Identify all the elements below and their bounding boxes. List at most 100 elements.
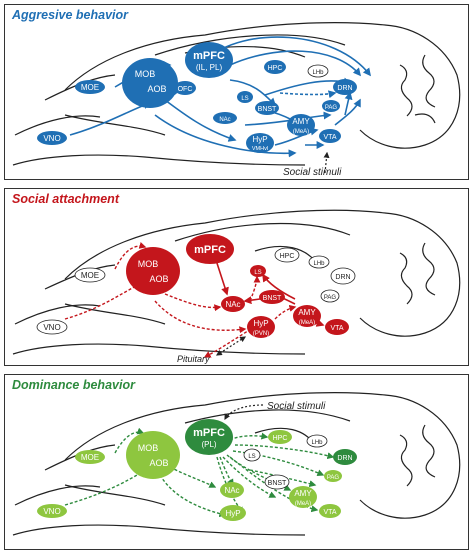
svg-text:NAc: NAc (225, 300, 240, 309)
pituitary-label: Pituitary (177, 354, 210, 364)
svg-text:HyP: HyP (253, 319, 268, 328)
region-vno: VNO (36, 319, 68, 335)
region-mpfc: mPFC (186, 234, 234, 264)
svg-text:LHb: LHb (313, 261, 325, 267)
panel-title: Aggresive behavior (12, 8, 129, 22)
region-ls: LS (237, 91, 253, 103)
svg-text:MOB: MOB (135, 69, 156, 79)
svg-text:(PL): (PL) (201, 440, 216, 449)
region-moe: MOE (74, 267, 106, 283)
aggressive-diagram: MOE VNO MOB AOB OFC mPFC (IL, PL) (12, 22, 461, 178)
svg-text:(PVN): (PVN) (253, 331, 269, 337)
region-nac: NAc (213, 112, 237, 124)
region-hpc: HPC (274, 247, 300, 263)
region-amy: AMY (MeA) (287, 114, 315, 136)
stimulus-arrow (323, 151, 330, 174)
svg-text:PAG: PAG (324, 295, 337, 301)
svg-text:VTA: VTA (330, 325, 343, 332)
region-moe: MOE (75, 80, 105, 94)
svg-text:MOE: MOE (81, 271, 99, 280)
svg-text:BNST: BNST (263, 295, 282, 302)
svg-text:HyP: HyP (225, 509, 240, 518)
svg-text:PAG: PAG (325, 105, 338, 111)
stimulus-label: Social stimuli (267, 401, 326, 412)
svg-text:AMY: AMY (298, 308, 316, 317)
svg-text:MOB: MOB (138, 443, 159, 453)
svg-text:BNST: BNST (258, 106, 277, 113)
region-moe: MOE (75, 450, 105, 464)
svg-text:LHb: LHb (312, 70, 324, 76)
svg-text:NAc: NAc (219, 117, 230, 123)
region-vno: VNO (37, 504, 67, 518)
region-ls: LS (243, 448, 261, 462)
brain-outline (12, 392, 461, 536)
attachment-diagram: MOE VNO MOB AOB mPFC HPC LHb (12, 209, 461, 364)
region-amy: AMY (MeA) (293, 305, 321, 327)
region-vta: VTA (325, 319, 349, 335)
svg-text:LS: LS (254, 270, 261, 276)
svg-text:HPC: HPC (268, 65, 283, 72)
region-pag: PAG (324, 470, 342, 482)
svg-text:HyP: HyP (252, 135, 267, 144)
svg-text:(IL, PL): (IL, PL) (196, 63, 223, 72)
region-mpfc: mPFC (IL, PL) (185, 42, 233, 78)
region-nac: NAc (221, 296, 245, 312)
svg-text:BNST: BNST (268, 480, 287, 487)
svg-text:VTA: VTA (323, 509, 336, 516)
region-mpfc: mPFC (PL) (185, 419, 233, 455)
region-hyp: HyP VMHvl (246, 133, 274, 153)
pituitary-arrow (215, 336, 247, 356)
svg-text:NAc: NAc (224, 486, 239, 495)
panel-aggressive: MOE VNO MOB AOB OFC mPFC (IL, PL) (4, 4, 469, 180)
region-ls: LS (250, 265, 266, 277)
svg-text:VNO: VNO (43, 507, 60, 516)
region-bnst: BNST (259, 290, 285, 304)
region-hyp: HyP (220, 505, 246, 521)
region-lhb: LHb (308, 255, 330, 269)
brain-outline (12, 22, 461, 166)
region-bnst: BNST (255, 101, 279, 115)
panel-attachment: MOE VNO MOB AOB mPFC HPC LHb (4, 188, 469, 366)
connections (64, 242, 297, 358)
region-drn: DRN (333, 79, 357, 95)
svg-text:mPFC: mPFC (193, 50, 225, 62)
svg-text:DRN: DRN (337, 85, 352, 92)
panel-title: Dominance behavior (12, 378, 135, 392)
svg-text:PAG: PAG (327, 475, 340, 481)
svg-text:OFC: OFC (178, 86, 193, 93)
panel-dominance: Social stimuli MOE VNO MOB AOB mPFC (PL) (4, 374, 469, 550)
svg-text:HPC: HPC (273, 435, 288, 442)
svg-text:mPFC: mPFC (193, 427, 225, 439)
panel-title: Social attachment (12, 192, 119, 206)
region-ofc: OFC (174, 81, 196, 95)
region-mob-aob: MOB AOB (126, 247, 180, 295)
svg-text:MOE: MOE (81, 83, 99, 92)
region-pag: PAG (320, 289, 340, 303)
svg-text:VTA: VTA (323, 134, 336, 141)
region-vta: VTA (319, 129, 341, 143)
svg-text:(MeA): (MeA) (293, 129, 309, 135)
svg-text:LHb: LHb (311, 440, 323, 446)
svg-text:DRN: DRN (335, 274, 350, 281)
stimulus-arrow (224, 404, 264, 421)
svg-text:DRN: DRN (337, 455, 352, 462)
region-vta: VTA (319, 504, 341, 518)
svg-text:AOB: AOB (149, 274, 168, 284)
region-nac: NAc (220, 482, 244, 498)
region-hyp: HyP (PVN) (247, 316, 275, 338)
region-lhb: LHb (306, 434, 328, 448)
svg-text:mPFC: mPFC (194, 244, 226, 256)
region-drn: DRN (333, 449, 357, 465)
dominance-diagram: Social stimuli MOE VNO MOB AOB mPFC (PL) (12, 392, 461, 536)
svg-text:AOB: AOB (149, 458, 168, 468)
stimulus-label: Social stimuli (283, 167, 342, 178)
svg-text:AOB: AOB (147, 84, 166, 94)
svg-text:VNO: VNO (43, 134, 60, 143)
svg-text:MOB: MOB (138, 259, 159, 269)
svg-text:LS: LS (241, 96, 248, 102)
svg-text:HPC: HPC (280, 253, 295, 260)
region-vno: VNO (37, 131, 67, 145)
svg-text:AMY: AMY (294, 489, 312, 498)
region-mob-aob: MOB AOB (122, 58, 178, 108)
